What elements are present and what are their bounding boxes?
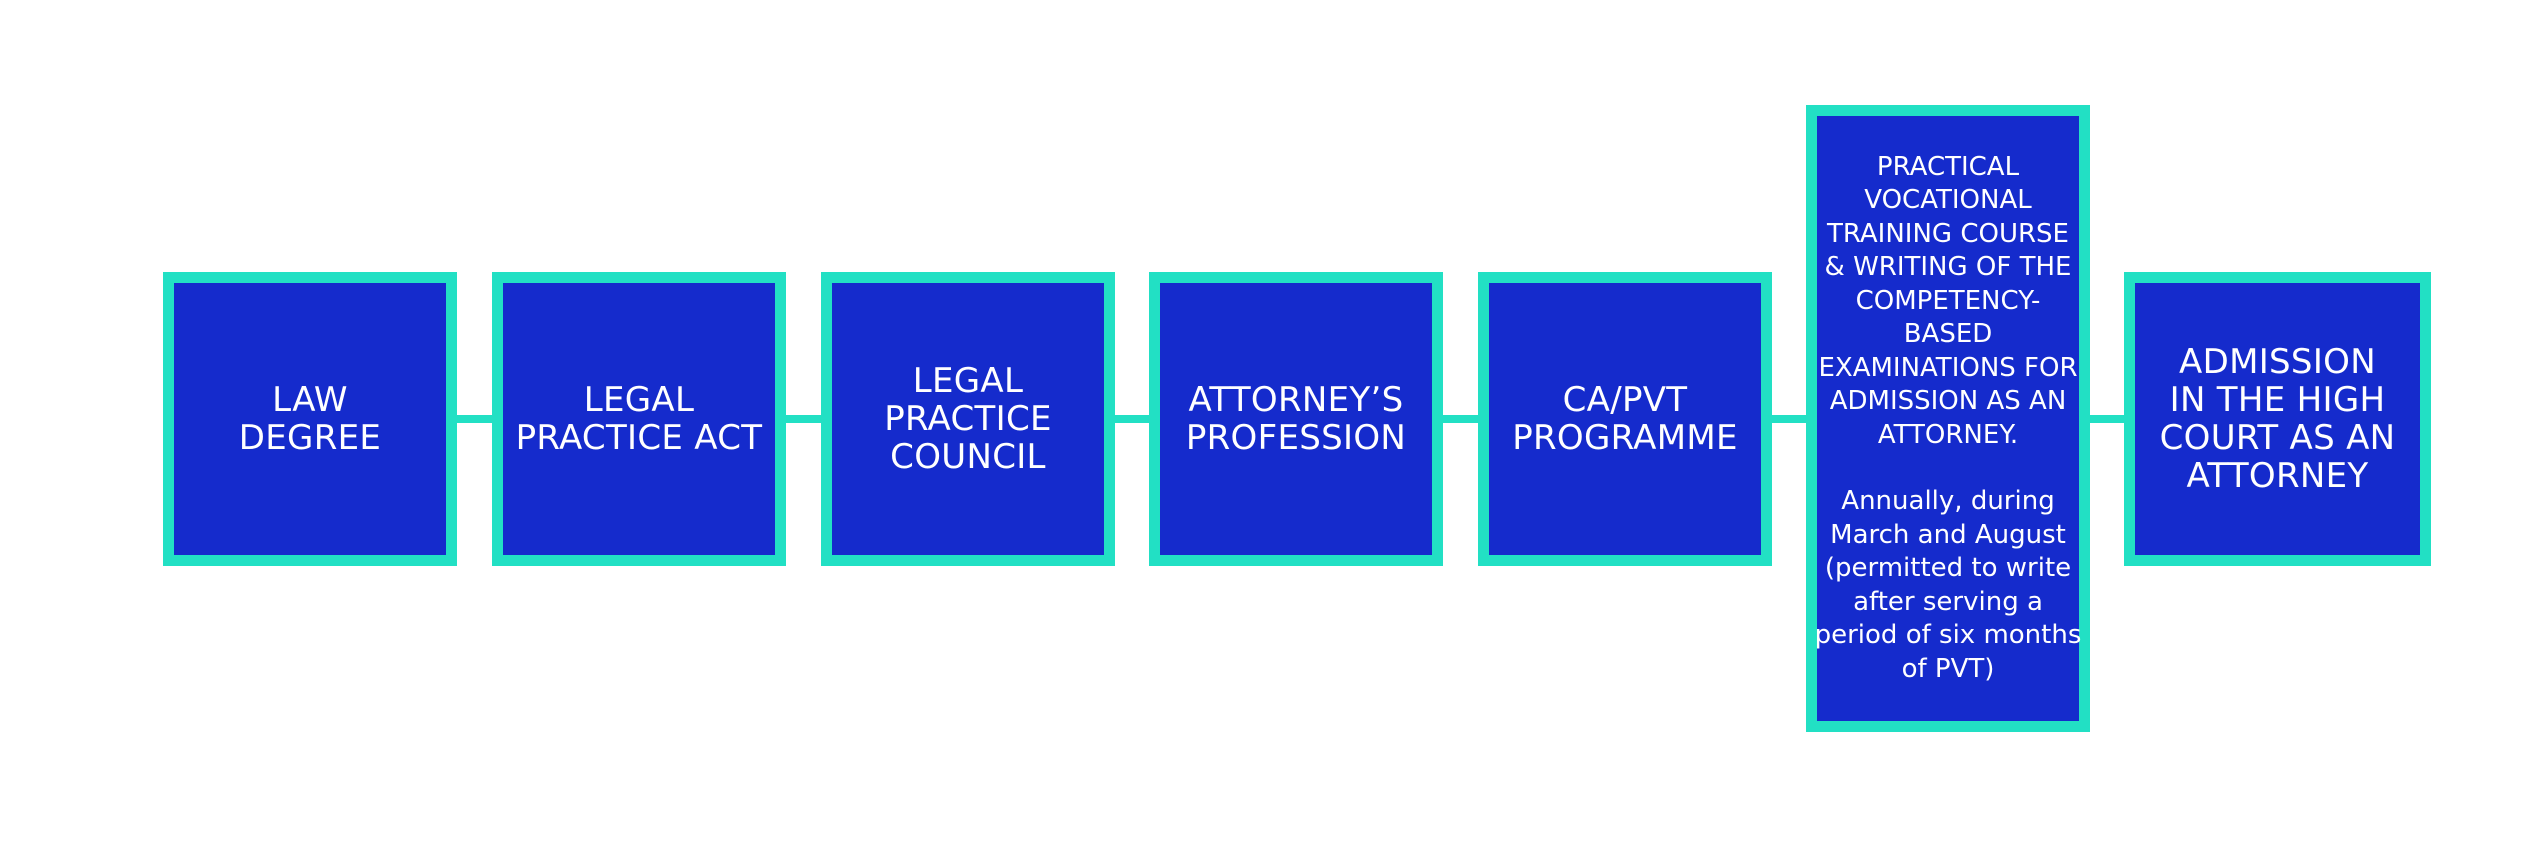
step-label-line: EXAMINATIONS FOR (1818, 352, 2078, 383)
step-label: PRACTICAL VOCATIONAL TRAINING COURSE & W… (1814, 151, 2081, 453)
step-legal-practice-act: LEGAL PRACTICE ACT (492, 272, 786, 566)
step-label-line: BASED (1903, 319, 1993, 350)
step-label-line: ATTORNEY’S (1188, 380, 1404, 420)
step-note: Annually, during March and August (permi… (1811, 485, 2086, 686)
step-label-line: LEGAL (912, 361, 1024, 401)
step-label: ATTORNEY’S PROFESSION (1176, 381, 1416, 457)
step-label: LEGAL PRACTICE COUNCIL (874, 362, 1062, 476)
step-label-line: TRAINING COURSE (1827, 218, 2069, 249)
step-legal-practice-council: LEGAL PRACTICE COUNCIL (821, 272, 1115, 566)
step-label-line: PROFESSION (1185, 418, 1407, 458)
step-label-line: & WRITING OF THE (1824, 252, 2072, 283)
connector-6 (2085, 415, 2127, 423)
step-label-line: ADMISSION AS AN (1829, 386, 2067, 417)
step-note-line: March and August (1830, 519, 2066, 550)
step-label: LAW DEGREE (229, 381, 391, 457)
step-practical-vocational-training: PRACTICAL VOCATIONAL TRAINING COURSE & W… (1806, 105, 2090, 732)
step-note-line: period of six months (1814, 620, 2082, 651)
step-label-line: COMPETENCY- (1855, 285, 2041, 316)
step-label-line: IN THE HIGH (2169, 380, 2386, 420)
step-law-degree: LAW DEGREE (163, 272, 457, 566)
step-note-line: Annually, during (1841, 486, 2055, 517)
connector-5 (1769, 415, 1811, 423)
step-admission-high-court: ADMISSION IN THE HIGH COURT AS AN ATTORN… (2124, 272, 2431, 566)
connector-4 (1440, 415, 1482, 423)
step-label-line: PRACTICE (884, 399, 1052, 439)
step-label-line: VOCATIONAL (1864, 185, 2032, 216)
step-label-line: ADMISSION (2179, 342, 2376, 382)
step-note-line: after serving a (1853, 586, 2043, 617)
step-label: ADMISSION IN THE HIGH COURT AS AN ATTORN… (2150, 343, 2406, 495)
step-label: LEGAL PRACTICE ACT (506, 381, 773, 457)
step-label-line: LEGAL (583, 380, 695, 420)
step-ca-pvt-programme: CA/PVT PROGRAMME (1478, 272, 1772, 566)
connector-3 (1111, 415, 1153, 423)
step-label-line: DEGREE (238, 418, 382, 458)
step-label-line: ATTORNEY (2186, 456, 2369, 496)
step-label-line: PRACTICE ACT (515, 418, 763, 458)
step-label-line: PROGRAMME (1512, 418, 1738, 458)
step-note-line: of PVT) (1901, 653, 1995, 684)
step-label-line: PRACTICAL (1876, 151, 2020, 182)
step-attorneys-profession: ATTORNEY’S PROFESSION (1149, 272, 1443, 566)
step-label-line: ATTORNEY. (1877, 419, 2019, 450)
step-label-line: COURT AS AN (2159, 418, 2396, 458)
step-label-line: CA/PVT (1562, 380, 1688, 420)
step-note-line: (permitted to write (1824, 553, 2072, 584)
step-label-line: COUNCIL (890, 437, 1046, 477)
step-label: CA/PVT PROGRAMME (1502, 381, 1748, 457)
step-label-line: LAW (272, 380, 348, 420)
connector-1 (453, 415, 495, 423)
connector-2 (783, 415, 825, 423)
